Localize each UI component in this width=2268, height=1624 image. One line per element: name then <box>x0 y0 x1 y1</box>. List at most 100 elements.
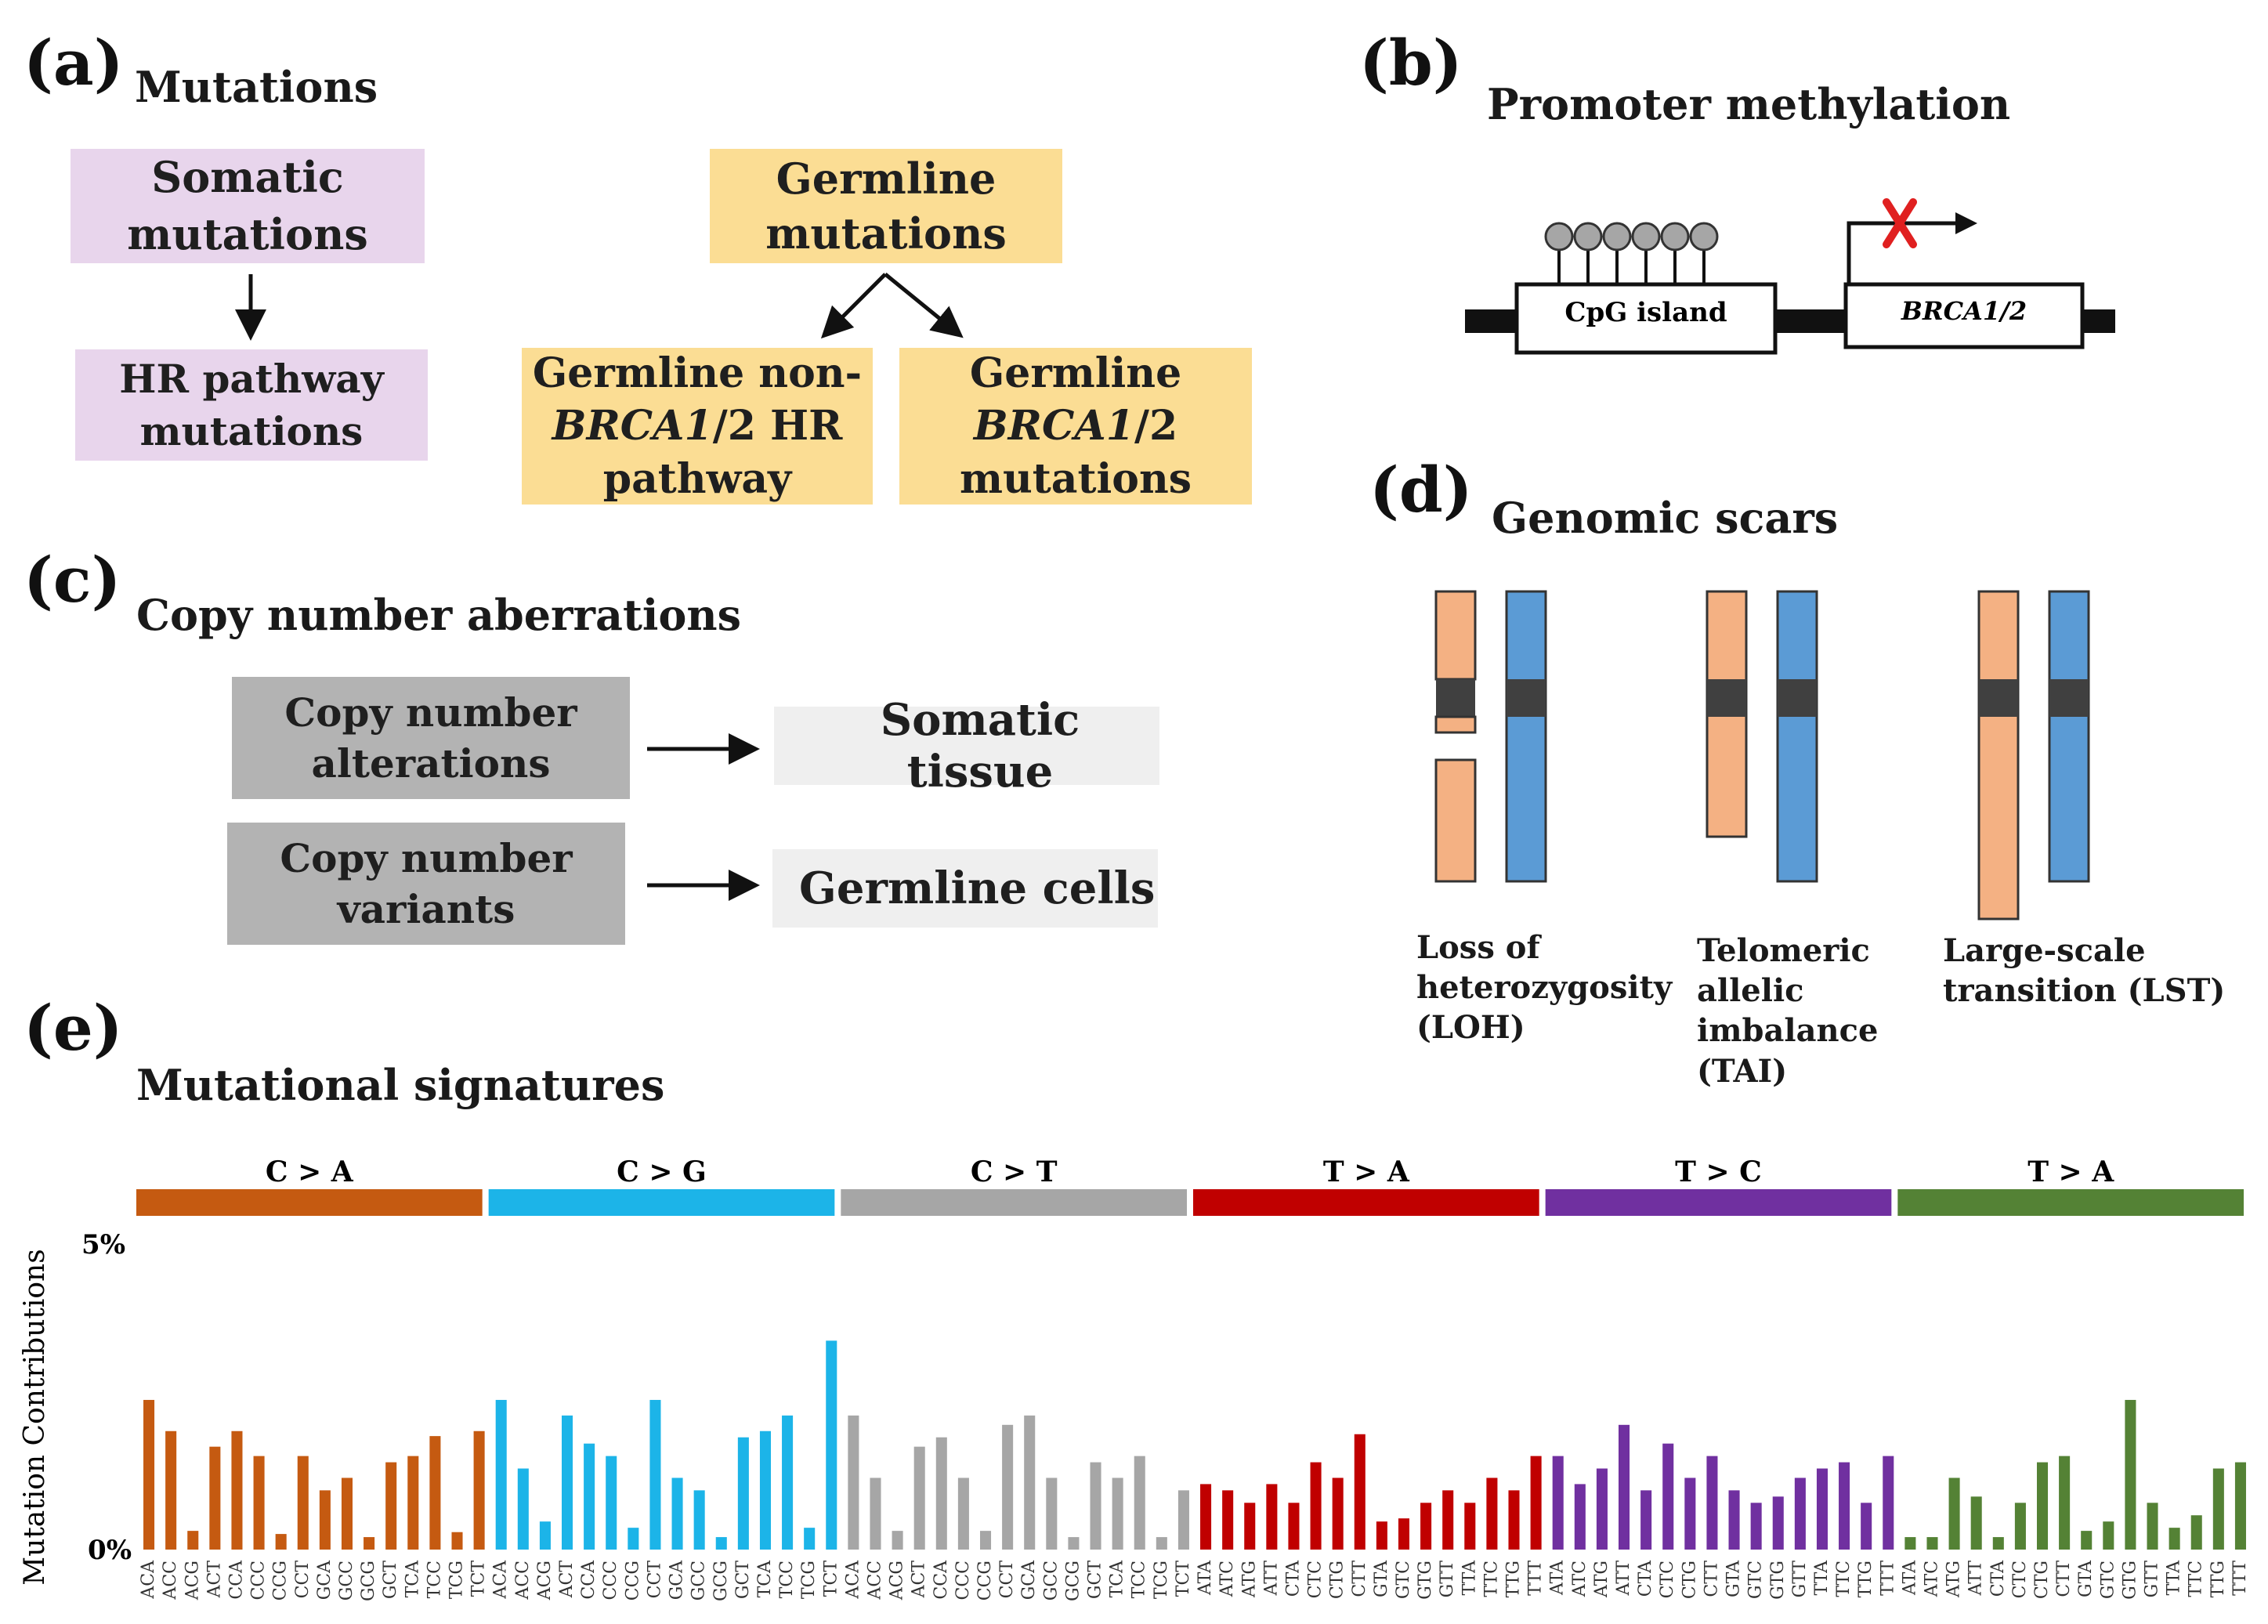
mutation-class-band <box>841 1189 1187 1216</box>
signature-bar <box>892 1531 903 1550</box>
centromere <box>1778 679 1817 717</box>
signature-bar <box>606 1456 617 1550</box>
trinucleotide-tick-label: ATC <box>1570 1561 1590 1597</box>
maternal-chromatid <box>1434 715 1477 734</box>
panel-a-heading: Mutations <box>135 62 378 112</box>
signature-bar <box>1992 1537 2004 1550</box>
signature-bar <box>2103 1521 2114 1550</box>
signature-bar <box>1904 1537 1916 1550</box>
signature-bar <box>495 1399 507 1550</box>
signature-bar <box>451 1532 463 1550</box>
mutation-class-label: C > T <box>971 1156 1058 1188</box>
signature-bar <box>671 1478 683 1550</box>
signature-bar <box>2081 1531 2093 1550</box>
signature-bar <box>1112 1478 1123 1550</box>
signature-bar <box>1002 1424 1014 1550</box>
signature-bar <box>979 1531 992 1550</box>
signature-bar <box>2059 1456 2071 1550</box>
signature-bar <box>1200 1484 1212 1550</box>
maternal-chromatid <box>1434 590 1477 681</box>
loh-caption-line: heterozygosity <box>1416 969 1673 1007</box>
mutation-class-label: T > A <box>1323 1156 1410 1188</box>
centromere <box>1436 679 1475 717</box>
methyl-group-icon <box>1544 222 1574 284</box>
trinucleotide-tick-label: ATT <box>1261 1561 1281 1597</box>
signature-bar <box>1728 1490 1740 1550</box>
trinucleotide-tick-label: ACG <box>888 1561 907 1600</box>
trinucleotide-tick-label: CCA <box>931 1560 951 1600</box>
mutation-class-label: C > A <box>266 1156 354 1188</box>
trinucleotide-tick-label: GCG <box>711 1561 731 1601</box>
signature-bar <box>649 1399 661 1550</box>
panel-c-label: (c) <box>24 543 121 617</box>
signature-bar <box>1134 1456 1145 1550</box>
loh-chromosome-pair <box>1434 590 1547 883</box>
trinucleotide-tick-label: TTG <box>1856 1561 1876 1597</box>
germline-non-brca-box: Germline non- BRCA1/2 HR pathway <box>522 348 873 505</box>
paternal-chromatid <box>1776 590 1818 883</box>
trinucleotide-tick-label: TTC <box>1481 1561 1501 1597</box>
non-brca-line-3: pathway <box>602 454 792 503</box>
trinucleotide-tick-label: ACG <box>183 1561 202 1600</box>
signature-bar <box>870 1478 881 1550</box>
trinucleotide-tick-label: TTG <box>2208 1561 2228 1597</box>
trinucleotide-tick-label: CTT <box>2054 1561 2074 1597</box>
tai-caption: Telomeric allelic imbalance (TAI) <box>1697 931 1878 1091</box>
trinucleotide-tick-label: CCT <box>645 1561 664 1599</box>
trinucleotide-tick-label: TTT <box>2230 1561 2250 1596</box>
signature-bar <box>1772 1496 1784 1550</box>
signature-bar <box>1508 1490 1520 1550</box>
trinucleotide-tick-label: GCT <box>733 1561 753 1599</box>
tai-caption-line: allelic <box>1697 972 1804 1010</box>
trinucleotide-tick-label: GCA <box>667 1560 687 1600</box>
paternal-chromatid <box>1505 590 1547 883</box>
trinucleotide-tick-label: TCG <box>1152 1561 1171 1599</box>
signature-bar <box>539 1521 551 1550</box>
signature-bar <box>782 1415 794 1550</box>
trinucleotide-tick-label: GTC <box>1394 1561 1413 1599</box>
signature-bar <box>1266 1484 1278 1550</box>
signature-bar <box>1024 1415 1036 1550</box>
signature-bar <box>143 1399 155 1550</box>
blocked-transcription-icon <box>1883 198 1917 248</box>
trinucleotide-tick-label: TTT <box>1878 1561 1897 1596</box>
signature-bar <box>1883 1456 1894 1550</box>
mutation-class-label: C > G <box>617 1156 707 1188</box>
trinucleotide-tick-label: ACT <box>204 1561 224 1599</box>
transcription-arrow-head <box>1955 212 1977 234</box>
centromere <box>1707 679 1746 717</box>
genomic-scars-diagram <box>1434 590 2090 921</box>
signature-bar <box>848 1415 859 1550</box>
signature-bar <box>1376 1521 1387 1550</box>
trinucleotide-tick-label: GCT <box>381 1561 400 1599</box>
trinucleotide-tick-label: ATG <box>1944 1561 1964 1598</box>
signature-bar <box>2147 1503 2158 1550</box>
lst-chromosome-pair <box>1977 590 2090 921</box>
trinucleotide-tick-label: ATA <box>1548 1560 1568 1596</box>
signature-bar <box>517 1468 529 1550</box>
cnv-line-2: variants <box>337 886 515 932</box>
trinucleotide-tick-label: ACC <box>865 1561 884 1600</box>
signature-bar <box>2234 1462 2246 1550</box>
trinucleotide-tick-label: TTC <box>1834 1561 1854 1597</box>
trinucleotide-tick-label: TTG <box>1504 1561 1524 1597</box>
trinucleotide-tick-label: ATT <box>1614 1561 1633 1597</box>
signature-bar <box>1310 1462 1322 1550</box>
trinucleotide-tick-label: GTT <box>2143 1561 2162 1598</box>
trinucleotide-tick-label: TCT <box>821 1561 841 1597</box>
methyl-group-icon <box>1602 222 1632 284</box>
cna-line-2: alterations <box>311 740 551 787</box>
signature-bar <box>913 1446 925 1550</box>
trinucleotide-tick-label: TCC <box>425 1561 444 1598</box>
trinucleotide-tick-label: TCC <box>777 1561 797 1598</box>
non-brca-line-2-rest: /2 HR <box>712 402 843 450</box>
signature-bar <box>1861 1503 1872 1550</box>
signature-bar <box>275 1534 287 1550</box>
trinucleotide-tick-label: TTA <box>2165 1560 2184 1596</box>
trinucleotide-tick-label: GCC <box>337 1561 356 1600</box>
tai-caption-line: (TAI) <box>1697 1052 1788 1090</box>
y-tick-label: 0% <box>88 1535 132 1566</box>
trinucleotide-tick-label: ACC <box>513 1561 533 1600</box>
